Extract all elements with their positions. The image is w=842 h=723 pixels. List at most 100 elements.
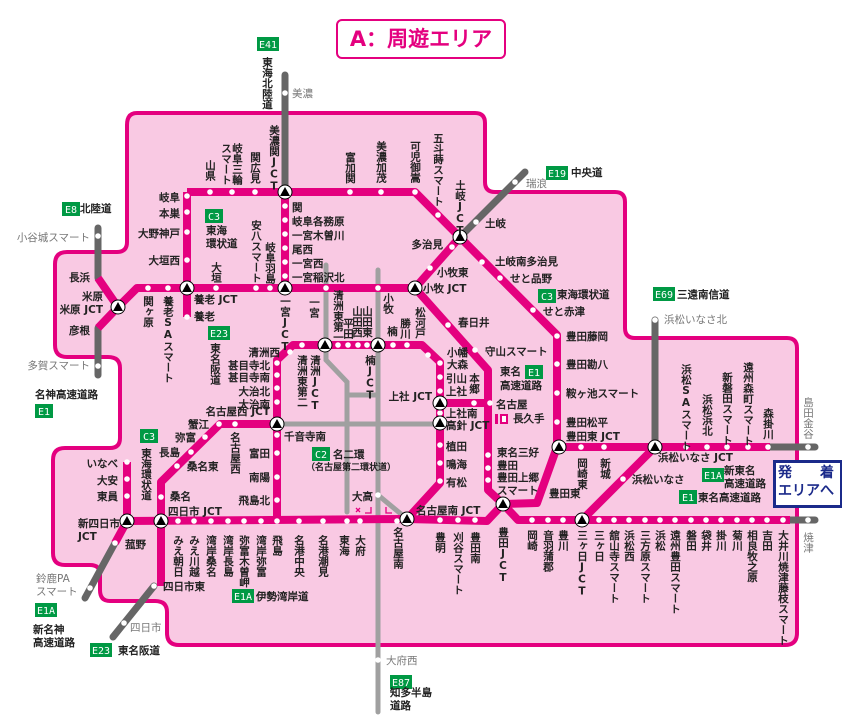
interchange-dot[interactable] [764, 517, 770, 523]
interchange-dot[interactable] [184, 193, 190, 199]
interchange-dot[interactable] [485, 465, 491, 471]
interchange-dot[interactable] [184, 314, 190, 320]
interchange-dot[interactable] [375, 657, 381, 663]
interchange-dot[interactable] [375, 285, 381, 291]
interchange-dot[interactable] [688, 517, 694, 523]
interchange-dot[interactable] [282, 90, 288, 96]
interchange-dot[interactable] [188, 449, 194, 455]
interchange-dot[interactable] [274, 372, 280, 378]
interchange-dot[interactable] [652, 317, 658, 323]
junction-triangle-icon[interactable] [179, 280, 195, 296]
interchange-dot[interactable] [121, 620, 127, 626]
junction-triangle-icon[interactable] [317, 337, 333, 353]
interchange-dot[interactable] [232, 421, 238, 427]
interchange-dot[interactable] [274, 360, 280, 366]
interchange-dot[interactable] [213, 285, 219, 291]
interchange-dot[interactable] [437, 360, 443, 366]
interchange-dot[interactable] [95, 233, 101, 239]
interchange-dot[interactable] [404, 342, 410, 348]
interchange-dot[interactable] [355, 342, 361, 348]
interchange-dot[interactable] [252, 189, 258, 195]
interchange-dot[interactable] [683, 444, 689, 450]
interchange-dot[interactable] [554, 419, 560, 425]
interchange-dot[interactable] [124, 476, 130, 482]
junction-triangle-icon[interactable] [452, 229, 468, 245]
interchange-dot[interactable] [449, 244, 455, 250]
interchange-dot[interactable] [345, 342, 351, 348]
junction-triangle-icon[interactable] [277, 184, 293, 200]
interchange-dot[interactable] [672, 517, 678, 523]
interchange-dot[interactable] [229, 189, 235, 195]
interchange-dot[interactable] [620, 476, 626, 482]
interchange-dot[interactable] [375, 492, 381, 498]
interchange-dot[interactable] [704, 444, 710, 450]
interchange-dot[interactable] [497, 275, 503, 281]
interchange-dot[interactable] [274, 497, 280, 503]
junction-triangle-icon[interactable] [574, 512, 590, 528]
interchange-dot[interactable] [471, 400, 477, 406]
interchange-dot[interactable] [184, 257, 190, 263]
junction-triangle-icon[interactable] [269, 416, 285, 432]
junction-triangle-icon[interactable] [432, 395, 448, 411]
interchange-dot[interactable] [765, 444, 771, 450]
interchange-dot[interactable] [282, 217, 288, 223]
interchange-dot[interactable] [145, 285, 151, 291]
interchange-dot[interactable] [191, 518, 197, 524]
interchange-dot[interactable] [323, 285, 329, 291]
interchange-dot[interactable] [485, 452, 491, 458]
interchange-dot[interactable] [554, 361, 560, 367]
junction-triangle-icon[interactable] [153, 513, 169, 529]
interchange-dot[interactable] [287, 349, 293, 355]
interchange-dot[interactable] [473, 219, 479, 225]
interchange-dot[interactable] [184, 229, 190, 235]
junction-triangle-icon[interactable] [495, 496, 511, 512]
interchange-dot[interactable] [274, 432, 280, 438]
interchange-dot[interactable] [207, 189, 213, 195]
interchange-dot[interactable] [718, 517, 724, 523]
interchange-dot[interactable] [611, 517, 617, 523]
interchange-dot[interactable] [378, 189, 384, 195]
interchange-dot[interactable] [225, 518, 231, 524]
interchange-dot[interactable] [274, 474, 280, 480]
interchange-dot[interactable] [437, 460, 443, 466]
junction-triangle-icon[interactable] [277, 280, 293, 296]
interchange-dot[interactable] [425, 352, 431, 358]
junction-triangle-icon[interactable] [370, 337, 386, 353]
interchange-dot[interactable] [412, 189, 418, 195]
interchange-dot[interactable] [724, 444, 730, 450]
interchange-dot[interactable] [734, 517, 740, 523]
interchange-dot[interactable] [296, 518, 302, 524]
interchange-dot[interactable] [282, 273, 288, 279]
interchange-dot[interactable] [437, 517, 443, 523]
interchange-dot[interactable] [805, 517, 811, 523]
interchange-dot[interactable] [282, 203, 288, 209]
interchange-dot[interactable] [596, 517, 602, 523]
junction-triangle-icon[interactable] [407, 280, 423, 296]
interchange-dot[interactable] [274, 518, 280, 524]
interchange-dot[interactable] [472, 517, 478, 523]
interchange-dot[interactable] [174, 463, 180, 469]
interchange-dot[interactable] [437, 410, 443, 416]
interchange-dot[interactable] [165, 285, 171, 291]
interchange-dot[interactable] [437, 442, 443, 448]
interchange-dot[interactable] [253, 285, 259, 291]
interchange-dot[interactable] [780, 517, 786, 523]
interchange-dot[interactable] [545, 517, 551, 523]
junction-triangle-icon[interactable] [399, 511, 415, 527]
interchange-dot[interactable] [274, 450, 280, 456]
interchange-dot[interactable] [112, 540, 118, 546]
interchange-dot[interactable] [202, 434, 208, 440]
junction-triangle-icon[interactable] [119, 513, 135, 529]
junction-triangle-icon[interactable] [432, 415, 448, 431]
interchange-dot[interactable] [87, 585, 93, 591]
destination-area-button[interactable]: 発 着 エリアへ [773, 460, 842, 508]
interchange-dot[interactable] [347, 189, 353, 195]
interchange-dot[interactable] [335, 342, 341, 348]
interchange-dot[interactable] [445, 322, 451, 328]
interchange-dot[interactable] [124, 493, 130, 499]
interchange-dot[interactable] [601, 444, 607, 450]
interchange-dot[interactable] [394, 518, 400, 524]
interchange-dot[interactable] [151, 583, 157, 589]
interchange-dot[interactable] [435, 212, 441, 218]
interchange-dot[interactable] [479, 259, 485, 265]
